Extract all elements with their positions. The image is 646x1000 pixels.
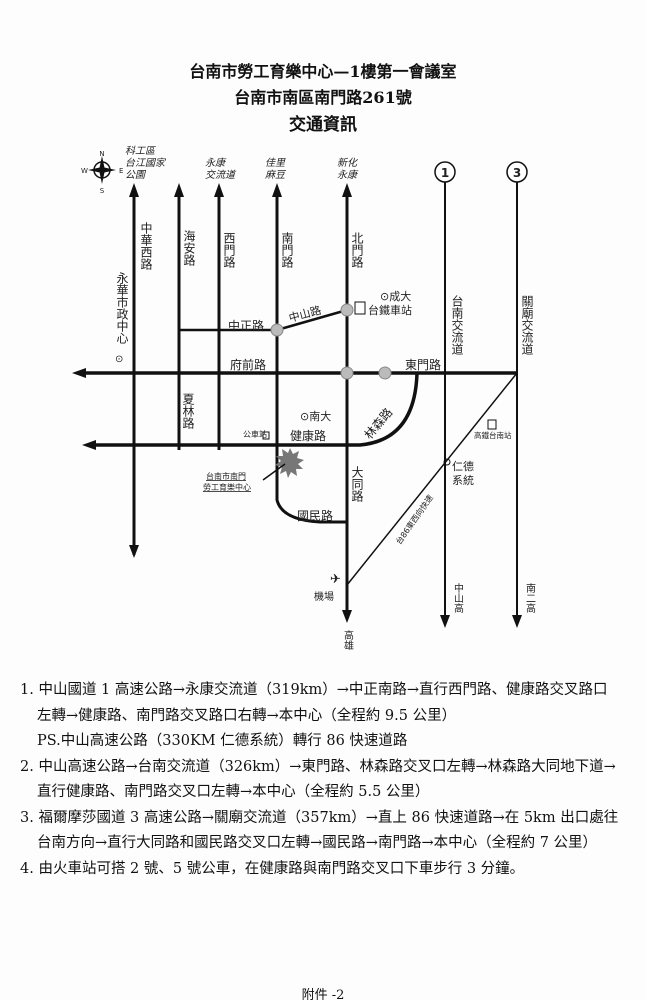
title-address: 台南市南區南門路261號 [234,88,412,107]
svg-text:府前路: 府前路 [230,357,266,372]
page-footer: 附件 -2 [301,988,345,1000]
highway-badges: 1 3 [434,161,528,183]
svg-text:系統: 系統 [452,473,474,487]
place-labels: ⊙成大 台鐵車站 ⊙南大 ⊙ 公車站 台南市南門 勞工育樂中心 高鐵台南站 仁德… [115,289,512,603]
road-labels-horizontal: 中正路 中山路 府前路 東門路 健康路 林森路 國民路 台86東西向快速 [228,304,441,546]
directions-list: 1. 中山國道 1 高速公路→永康交流道（319km）→中正南路→直行西門路、健… [20,678,620,882]
svg-text:西門路: 西門路 [222,232,236,269]
direction-step-4: 4. 由火車站可搭 2 號、5 號公車，在健康路與南門路交叉口下車步行 3 分鐘… [20,860,525,877]
svg-text:新化: 新化 [337,157,359,169]
svg-text:E: E [119,167,123,175]
svg-text:高鐵台南站: 高鐵台南站 [474,430,512,440]
svg-text:公車站: 公車站 [243,429,267,439]
svg-text:⊙南大: ⊙南大 [300,409,331,423]
svg-text:3: 3 [513,166,521,180]
svg-text:科工區: 科工區 [125,145,156,157]
direction-step-1: 1. 中山國道 1 高速公路→永康交流道（319km）→中正南路→直行西門路、健… [20,682,608,724]
svg-text:關廟交流道: 關廟交流道 [520,295,534,355]
svg-text:交流道: 交流道 [205,169,237,181]
direction-step-2: 2. 中山高速公路→台南交流道（326km）→東門路、林森路交叉口左轉→林森路大… [20,758,616,801]
svg-text:公園: 公園 [125,169,147,181]
svg-text:北門路: 北門路 [350,232,364,269]
svg-text:⊙成大: ⊙成大 [380,289,411,303]
traffic-map: N S E W 科工區 台江國家 公園 永康 交流道 佳里 麻豆 新化 永康 1… [72,145,536,651]
road-zhongshan [276,308,348,332]
hsr-icon [487,419,497,430]
svg-text:海安路: 海安路 [182,229,196,267]
svg-text:台南交流道: 台南交流道 [450,294,464,355]
svg-text:國民路: 國民路 [297,508,333,523]
compass-icon: N S E W [81,150,123,195]
svg-text:台南市南門: 台南市南門 [206,471,246,481]
svg-text:高雄: 高雄 [342,629,354,651]
svg-text:機場: 機場 [314,590,334,603]
svg-text:永華市政中心: 永華市政中心 [115,272,129,344]
svg-text:N: N [99,150,104,158]
svg-text:台鐵車站: 台鐵車站 [368,303,412,317]
bus-stop-icon [262,431,270,440]
destination-labels: 科工區 台江國家 公園 永康 交流道 佳里 麻豆 新化 永康 [125,145,359,181]
svg-text:W: W [81,167,88,175]
svg-text:南二高: 南二高 [524,582,536,614]
svg-text:勞工育樂中心: 勞工育樂中心 [203,482,251,492]
intersection-markers [270,303,392,380]
venue-star-icon [275,448,304,478]
road-labels: 中華西路 海安路 西門路 南門路 北門路 夏林路 大同路 台南交流道 關廟交流道… [115,221,536,651]
svg-text:麻豆: 麻豆 [265,169,287,181]
svg-text:中正路: 中正路 [228,318,264,333]
svg-text:⊙: ⊙ [115,354,123,365]
airplane-icon: ✈ [330,572,341,587]
svg-text:大同路: 大同路 [350,466,364,503]
road-network [80,168,518,625]
title-venue: 台南市勞工育樂中心—1樓第一會議室 [189,62,457,81]
svg-text:東門路: 東門路 [405,357,441,372]
train-station-icon [354,301,366,315]
road-linsen [347,372,419,447]
svg-text:南門路: 南門路 [280,231,294,269]
svg-text:中華西路: 中華西路 [139,221,153,271]
svg-text:台江國家: 台江國家 [125,157,167,169]
direction-step-3: 3. 福爾摩莎國道 3 高速公路→關廟交流道（357km）→直上 86 快速道路… [20,809,619,852]
svg-text:夏林路: 夏林路 [181,393,195,430]
svg-text:永康: 永康 [205,157,227,169]
title-traffic-info: 交通資訊 [289,115,357,135]
svg-text:S: S [100,187,105,195]
svg-text:中山高: 中山高 [452,582,464,614]
svg-text:仁德: 仁德 [452,459,474,473]
svg-text:健康路: 健康路 [290,428,326,443]
svg-text:1: 1 [441,166,449,180]
road-expressway-86 [346,372,518,586]
road-nanmen-guomin [275,190,347,524]
svg-text:永康: 永康 [337,169,359,181]
svg-text:佳里: 佳里 [265,157,286,169]
direction-note: PS.中山高速公路（330KM 仁德系統）轉行 86 快速道路 [37,733,408,749]
